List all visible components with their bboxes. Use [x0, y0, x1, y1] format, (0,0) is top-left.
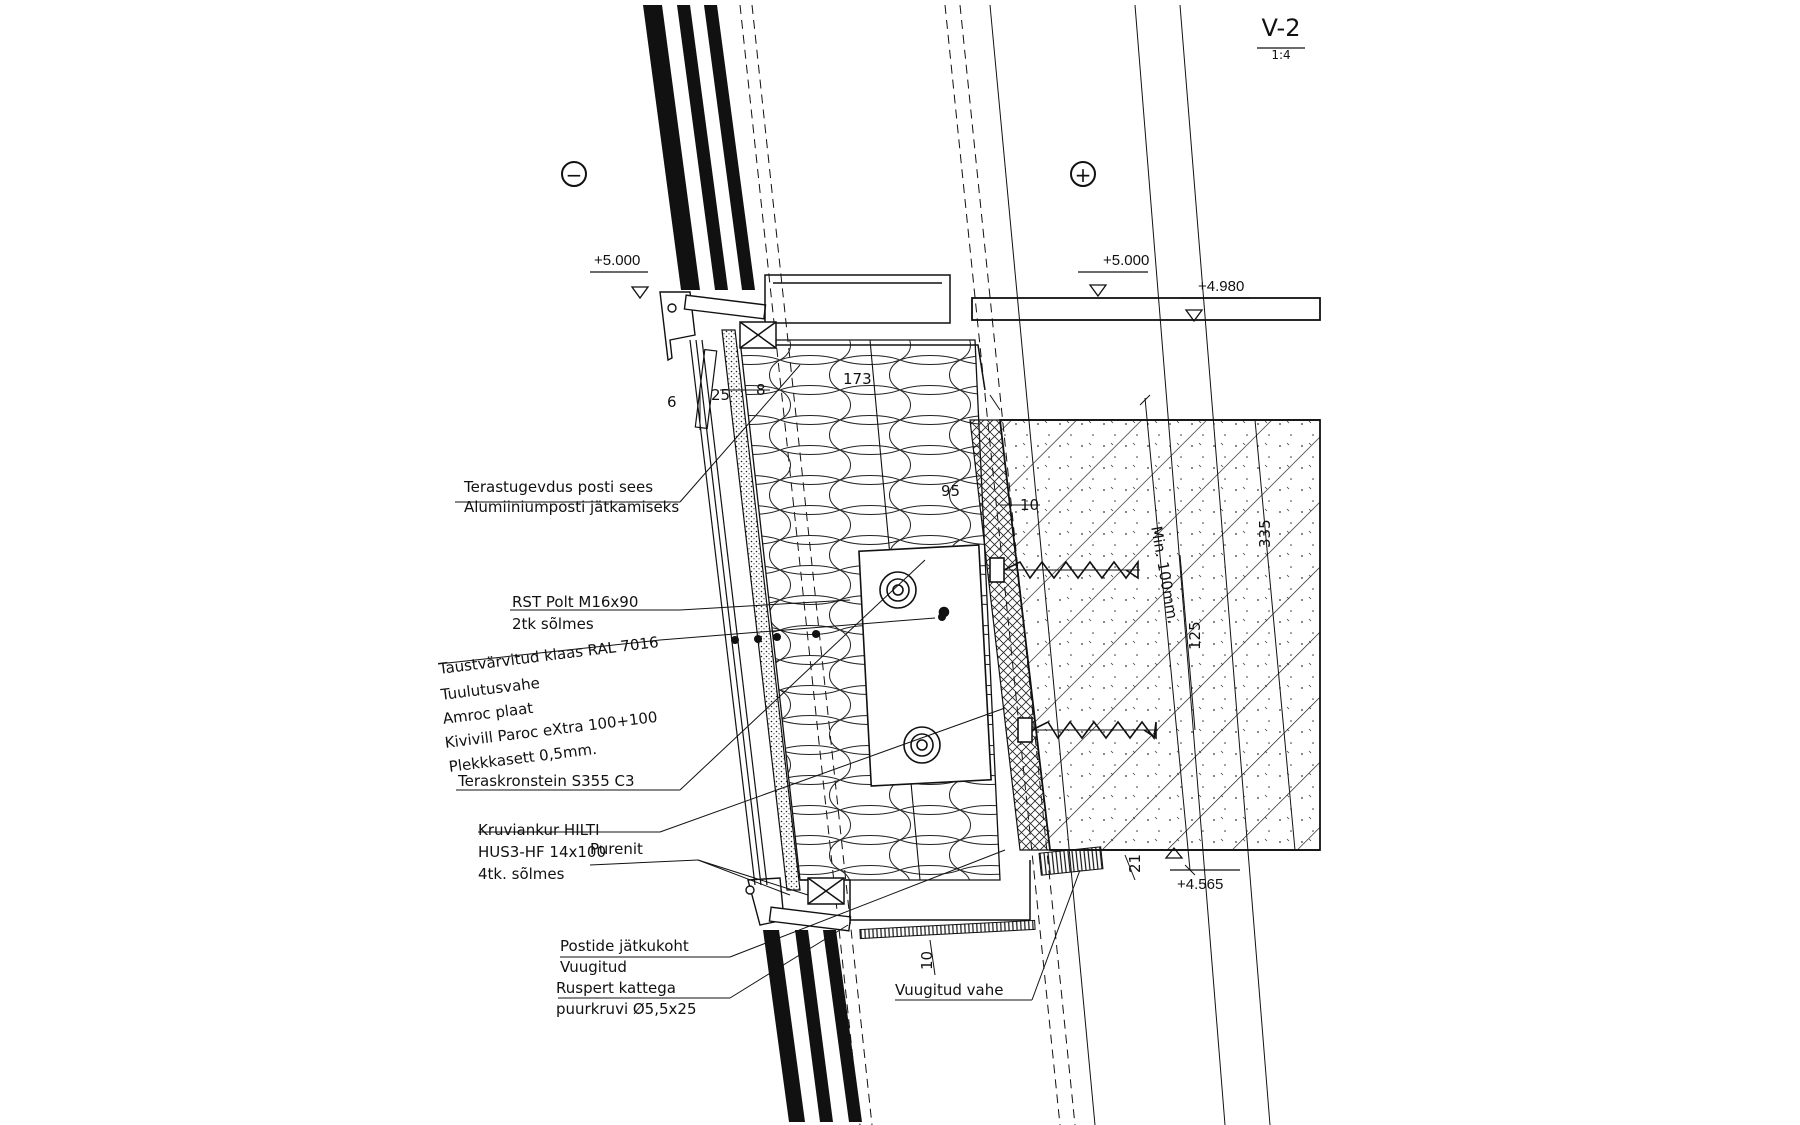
dimension-lines — [699, 388, 1296, 976]
minus-side-marker: − — [561, 161, 587, 187]
concrete-slab — [998, 419, 1321, 851]
dim-8: 8 — [756, 381, 766, 399]
note-jatkukoht-4: puurkruvi Ø5,5x25 — [556, 1000, 697, 1018]
note-purenit: Purenit — [590, 840, 643, 858]
dim-10-top: 10 — [1020, 496, 1040, 514]
note-terastugevdus-2: Alumiiniumposti jätkamiseks — [464, 498, 680, 516]
dim-6: 6 — [667, 393, 677, 411]
amroc-board — [721, 329, 801, 891]
plus-side-marker: + — [1070, 161, 1096, 187]
glazing-top — [643, 5, 755, 290]
leader-lines — [437, 364, 1081, 1001]
level-slab-top: +4.980 — [1198, 278, 1245, 295]
steel-bracket — [858, 544, 992, 787]
note-kronstein: Teraskronstein S355 C3 — [458, 772, 635, 790]
note-jatkukoht-2: Vuugitud — [560, 958, 627, 976]
level-markers — [590, 271, 1250, 871]
dim-95: 95 — [941, 482, 961, 500]
dim-21: 21 — [1126, 853, 1144, 873]
note-jatkukoht-3: Ruspert kattega — [556, 979, 676, 997]
note-vuugitud-vahe: Vuugitud vahe — [895, 981, 1004, 999]
joint-seal — [859, 919, 1036, 940]
note-ankur-1: Kruviankur HILTI — [478, 821, 600, 839]
cassette-frame — [739, 274, 1031, 921]
glazing-bottom — [763, 930, 862, 1122]
note-jatkukoht-1: Postide jätkukoht — [560, 937, 689, 955]
anchors — [989, 557, 1158, 743]
dim-173: 173 — [843, 370, 872, 388]
note-ankur-3: 4tk. sõlmes — [478, 865, 565, 883]
level-top-right: +5.000 — [1103, 252, 1150, 269]
dim-335: 335 — [1256, 519, 1274, 548]
dim-25: 25 — [711, 386, 731, 404]
level-bottom: +4.565 — [1177, 876, 1224, 893]
level-top-left: +5.000 — [594, 252, 641, 269]
note-ankur-2: HUS3-HF 14x100 — [478, 843, 607, 861]
detail-scale: 1:4 — [1271, 48, 1291, 62]
dim-10-bottom: 10 — [918, 950, 936, 970]
detail-code: V-2 — [1261, 14, 1301, 42]
slab-top — [971, 297, 1321, 321]
note-polt-2: 2tk sõlmes — [512, 615, 594, 633]
note-terastugevdus-1: Terastugevdus posti sees — [464, 478, 654, 496]
leader-dots — [731, 613, 946, 644]
note-polt-1: RST Polt M16x90 — [512, 593, 639, 611]
detail-title: V-2 1:4 — [1250, 14, 1312, 62]
dim-125: 125 — [1186, 621, 1204, 650]
cladding-glass — [689, 339, 768, 886]
gap-seal — [1038, 846, 1104, 876]
